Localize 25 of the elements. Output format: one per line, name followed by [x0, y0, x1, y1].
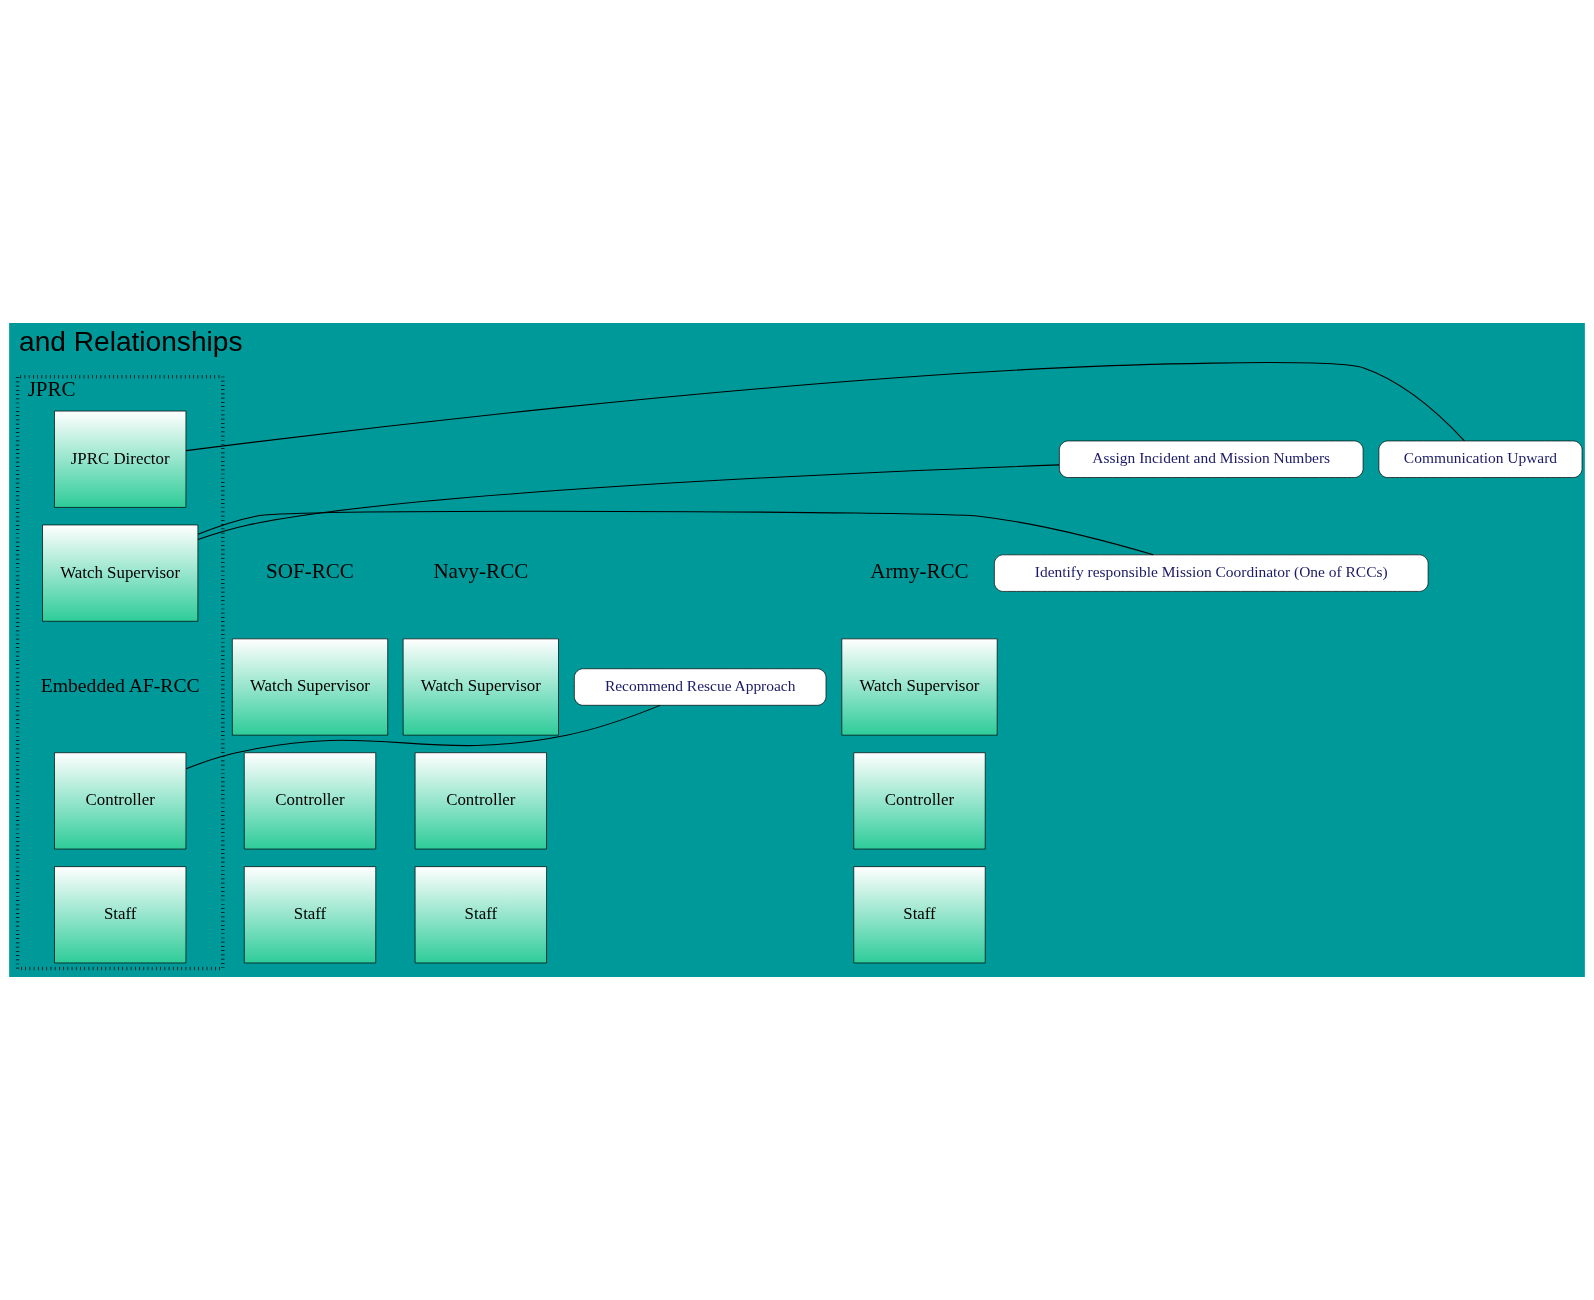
- node-box: Watch Supervisor: [232, 638, 389, 736]
- node-box: Staff: [54, 866, 187, 964]
- connector: [185, 362, 1465, 452]
- node-box: Controller: [414, 752, 547, 850]
- connector: [185, 704, 661, 770]
- node-box: Communication Upward: [1378, 440, 1583, 478]
- node-box: Watch Supervisor: [42, 524, 199, 622]
- node-box: Assign Incident and Mission Numbers: [1059, 440, 1364, 478]
- node-box: Staff: [243, 866, 377, 964]
- label: SOF-RCC: [266, 559, 354, 584]
- node-box: Controller: [853, 752, 986, 850]
- connector: [197, 464, 1060, 541]
- node-box: Identify responsible Mission Coordinator (One of RCCs): [994, 554, 1429, 592]
- node-box: Watch Supervisor: [841, 638, 998, 736]
- node-box: Watch Supervisor: [402, 638, 559, 736]
- label: Army-RCC: [870, 559, 969, 584]
- node-box: Controller: [54, 752, 187, 850]
- node-box: Controller: [243, 752, 377, 850]
- node-box: Staff: [414, 866, 547, 964]
- node-box: Staff: [853, 866, 986, 964]
- connector: [197, 510, 1154, 556]
- label: Navy-RCC: [433, 559, 529, 584]
- node-box: JPRC Director: [54, 410, 187, 508]
- node-box: Recommend Rescue Approach: [574, 668, 827, 706]
- diagram-title: and Relationships: [19, 326, 243, 358]
